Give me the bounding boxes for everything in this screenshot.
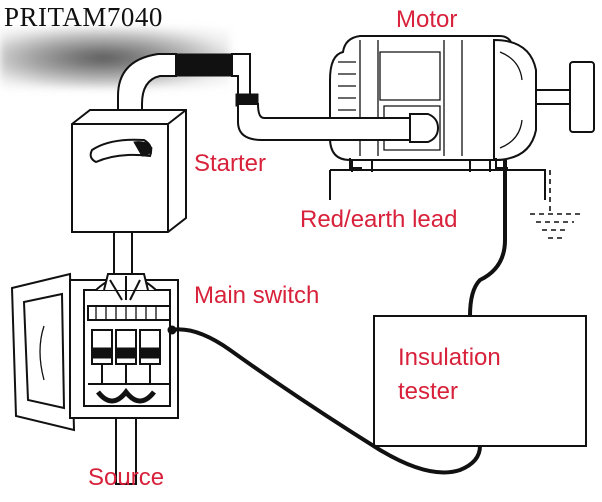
fuse-1 <box>91 329 113 384</box>
motor-end-bell <box>493 38 537 162</box>
label-motor: Motor <box>396 6 458 33</box>
motor-illustration <box>329 35 595 200</box>
conduit-pipe <box>117 53 440 143</box>
label-insulation-tester-line2: tester <box>398 378 459 405</box>
fuse-3 <box>139 329 161 384</box>
test-lead-switch <box>171 327 482 475</box>
label-insulation-tester-line1: Insulation <box>398 344 501 371</box>
motor-base <box>329 169 546 200</box>
motor-shaft <box>535 89 573 105</box>
motor-terminal-box <box>379 51 441 101</box>
watermark-text: PRITAM7040 <box>4 2 163 32</box>
fuse-2 <box>115 329 137 384</box>
pipe-starter-switch <box>113 231 133 277</box>
earth-ground-symbol <box>514 169 580 239</box>
label-starter: Starter <box>194 150 267 177</box>
main-switch-box <box>10 272 179 432</box>
starter-box <box>71 109 187 233</box>
label-source: Source <box>88 464 165 491</box>
label-main-switch: Main switch <box>194 282 320 309</box>
label-red-earth-lead: Red/earth lead <box>300 206 458 233</box>
insulation-tester-box <box>373 315 587 447</box>
test-lead-motor <box>468 160 507 317</box>
motor-pulley <box>569 61 595 133</box>
source-pipe <box>115 417 137 485</box>
